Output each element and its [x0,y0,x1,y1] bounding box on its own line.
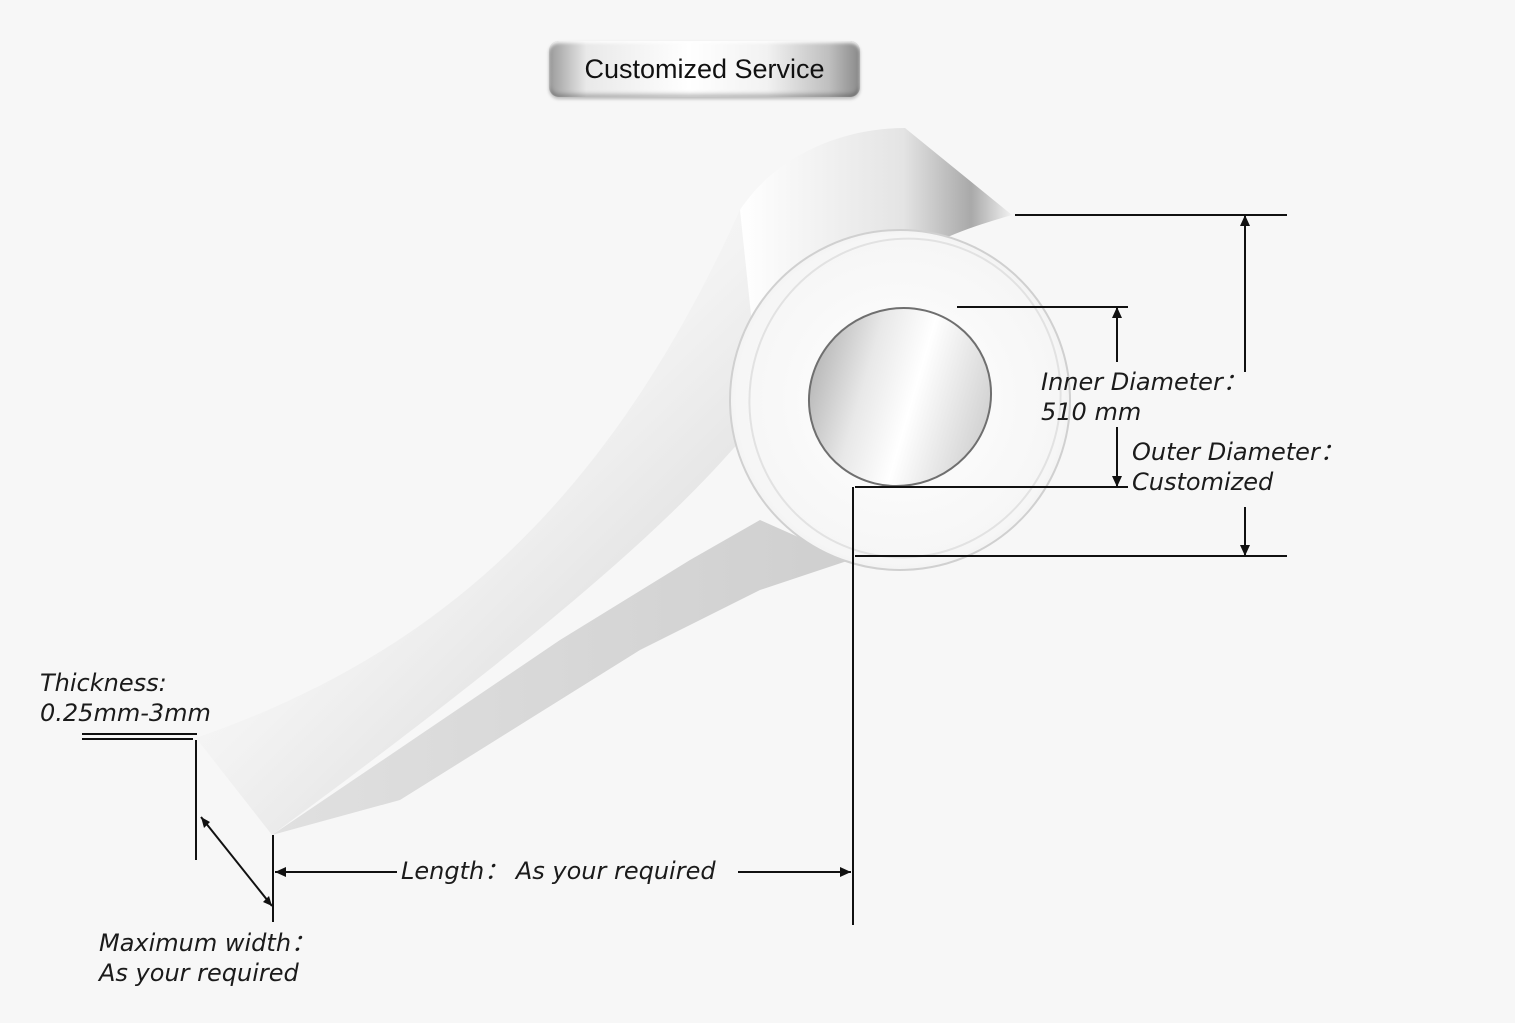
length-label: Length： As your required [401,857,716,885]
inner-diameter-label: Inner Diameter： [1041,368,1247,396]
inner-diameter-value: 510 mm [1041,398,1142,426]
max-width-label: Maximum width： [99,929,316,957]
metal-strip [196,210,840,835]
outer-diameter-label: Outer Diameter： [1132,438,1344,466]
coil-inner-hole [807,306,993,488]
outer-diameter-value: Customized [1132,468,1274,496]
dimension-arrowheads [201,215,1250,906]
strip-underside [272,520,850,835]
thickness-label: Thickness: [40,669,167,697]
coil-face-ring [748,237,1062,559]
thickness-value: 0.25mm-3mm [40,699,211,727]
badge-text: Customized Service [584,53,825,84]
customized-service-badge: Customized Service [549,41,860,97]
max-width-value: As your required [99,959,299,987]
